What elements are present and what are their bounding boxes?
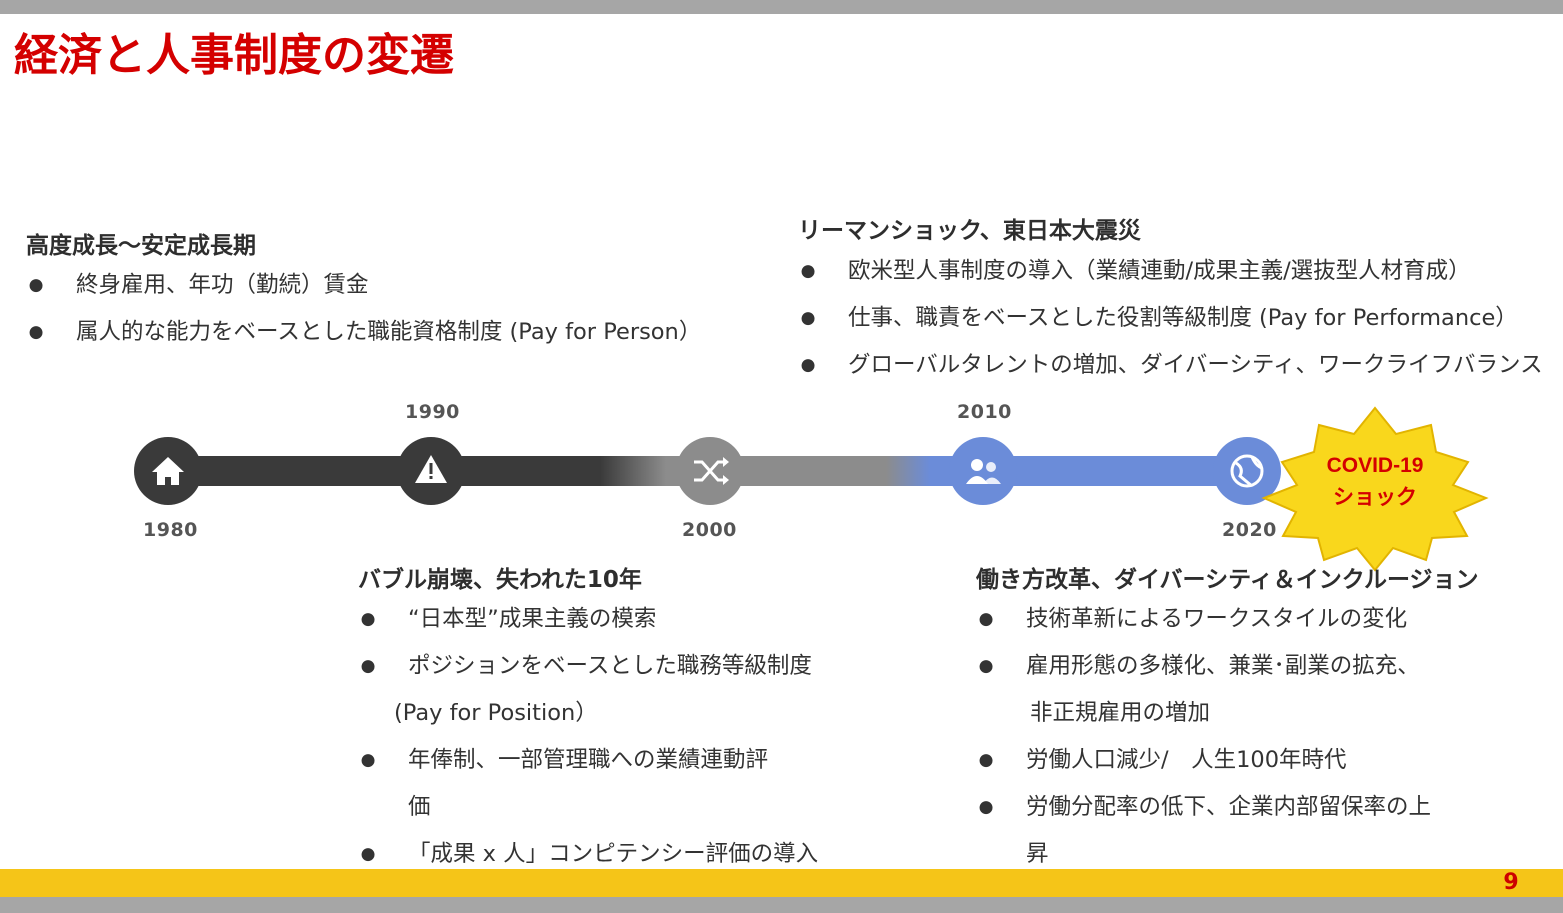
list-item: ●技術革新によるワークスタイルの変化 <box>976 596 1431 643</box>
bullet-icon: ● <box>800 261 816 281</box>
bullet-list-1980: ●終身雇用、年功（勤続）賃金 ●属人的な能力をベースとした職能資格制度 (Pay… <box>26 262 702 356</box>
list-item: ●属人的な能力をベースとした職能資格制度 (Pay for Person） <box>26 309 702 356</box>
year-label-2020: 2020 <box>1222 519 1277 541</box>
list-item: ●年俸制、一部管理職への業績連動評価 <box>358 737 818 831</box>
list-item: ●欧米型人事制度の導入（業績連動/成果主義/選抜型人材育成） <box>798 248 1543 295</box>
bullet-icon: ● <box>360 609 376 629</box>
bullet-icon: ● <box>360 844 376 864</box>
top-gray-bar <box>0 0 1563 14</box>
bullet-icon: ● <box>978 750 994 770</box>
bullet-icon: ● <box>978 609 994 629</box>
year-label-2010: 2010 <box>957 401 1012 423</box>
covid-badge-label: COVID-19 ショック <box>1326 454 1424 509</box>
home-icon <box>134 437 202 505</box>
bullet-icon: ● <box>28 322 44 342</box>
globe-icon <box>1213 437 1281 505</box>
bullet-icon: ● <box>800 355 816 375</box>
page-title: 経済と人事制度の変遷 <box>14 30 454 81</box>
bullet-list-2010: ●欧米型人事制度の導入（業績連動/成果主義/選抜型人材育成） ●仕事、職責をベー… <box>798 248 1543 389</box>
list-item: ●ポジションをベースとした職務等級制度(Pay for Position） <box>358 643 818 737</box>
list-item: ●グローバルタレントの増加、ダイバーシティ、ワークライフバランス <box>798 342 1543 389</box>
list-item: ●「成果 x 人」コンピテンシー評価の導入 <box>358 831 819 878</box>
bullet-icon: ● <box>360 750 376 770</box>
bullet-icon: ● <box>28 275 44 295</box>
year-label-2000: 2000 <box>682 519 737 541</box>
list-item: ●“日本型”成果主義の模索 <box>358 596 818 643</box>
section-heading-2020: 働き方改革、ダイバーシティ＆インクルージョン <box>976 567 1479 593</box>
users-icon <box>949 437 1017 505</box>
list-item: ●労働人口減少/ 人生100年時代 <box>976 737 1431 784</box>
bullet-icon: ● <box>978 656 994 676</box>
shuffle-icon <box>676 437 744 505</box>
bullet-icon: ● <box>360 656 376 676</box>
section-heading-2010: リーマンショック、東日本大震災 <box>798 218 1141 244</box>
section-heading-1990: バブル崩壊、失われた10年 <box>358 567 642 593</box>
page-number: 9 <box>1503 870 1519 895</box>
bullet-icon: ● <box>800 308 816 328</box>
footer-yellow-bar <box>0 869 1563 897</box>
bullet-list-2020: ●技術革新によるワークスタイルの変化 ●雇用形態の多様化、兼業･副業の拡充、非正… <box>976 596 1431 878</box>
year-label-1990: 1990 <box>405 401 460 423</box>
warning-icon <box>397 437 465 505</box>
list-item: ●雇用形態の多様化、兼業･副業の拡充、非正規雇用の増加 <box>976 643 1431 737</box>
list-item: ●労働分配率の低下、企業内部留保率の上昇 <box>976 784 1431 878</box>
year-label-1980: 1980 <box>143 519 198 541</box>
bottom-gray-bar <box>0 897 1563 913</box>
section-heading-1980: 高度成長～安定成長期 <box>26 233 256 259</box>
bullet-list-1990: ●“日本型”成果主義の模索 ●ポジションをベースとした職務等級制度(Pay fo… <box>358 596 819 878</box>
bullet-icon: ● <box>978 797 994 817</box>
list-item: ●仕事、職責をベースとした役割等級制度 (Pay for Performance… <box>798 295 1543 342</box>
list-item: ●終身雇用、年功（勤続）賃金 <box>26 262 701 309</box>
timeline-bar <box>160 456 1260 486</box>
